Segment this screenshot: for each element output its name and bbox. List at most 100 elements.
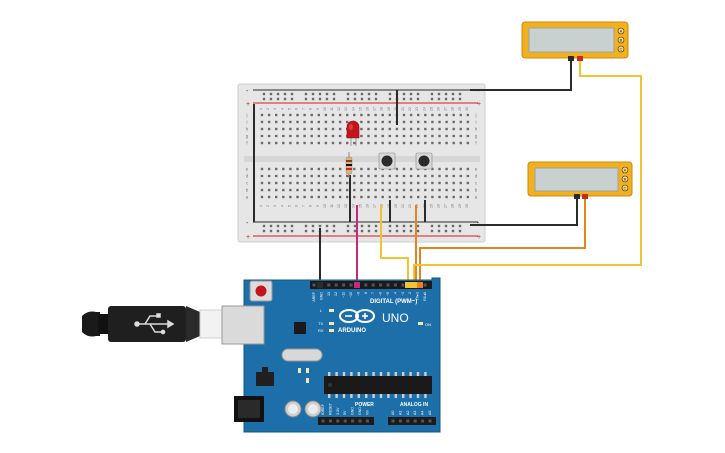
breadboard-hole[interactable] — [338, 141, 342, 145]
breadboard-hole[interactable] — [374, 188, 377, 192]
breadboard-hole[interactable] — [318, 97, 322, 101]
breadboard-hole[interactable] — [353, 174, 356, 178]
breadboard-hole[interactable] — [276, 92, 280, 96]
breadboard-hole[interactable] — [466, 195, 470, 199]
breadboard-hole[interactable] — [431, 181, 434, 185]
breadboard-hole[interactable] — [431, 141, 434, 145]
header-pin[interactable] — [364, 283, 368, 287]
header-pin[interactable] — [406, 419, 410, 423]
breadboard-hole[interactable] — [374, 224, 378, 228]
breadboard-hole[interactable] — [417, 174, 420, 178]
breadboard-hole[interactable] — [409, 174, 413, 178]
wire-black-display1[interactable] — [470, 60, 572, 91]
breadboard-hole[interactable] — [424, 120, 427, 124]
breadboard-hole[interactable] — [290, 92, 294, 96]
breadboard-hole[interactable] — [459, 181, 462, 185]
breadboard-hole[interactable] — [409, 229, 413, 233]
breadboard-hole[interactable] — [388, 229, 392, 233]
breadboard-hole[interactable] — [317, 127, 320, 131]
breadboard-hole[interactable] — [324, 134, 328, 138]
breadboard-hole[interactable] — [289, 127, 292, 131]
breadboard-hole[interactable] — [325, 229, 329, 233]
breadboard-hole[interactable] — [402, 188, 406, 192]
breadboard-hole[interactable] — [360, 97, 364, 101]
breadboard-hole[interactable] — [395, 181, 399, 185]
breadboard-hole[interactable] — [289, 174, 292, 178]
breadboard-hole[interactable] — [409, 113, 413, 117]
breadboard-hole[interactable] — [466, 181, 470, 185]
breadboard-hole[interactable] — [402, 134, 406, 138]
breadboard-hole[interactable] — [360, 127, 363, 131]
breadboard-hole[interactable] — [338, 188, 342, 192]
breadboard-hole[interactable] — [374, 127, 377, 131]
breadboard-hole[interactable] — [310, 127, 313, 131]
breadboard-hole[interactable] — [395, 127, 399, 131]
breadboard-hole[interactable] — [303, 141, 306, 145]
breadboard-hole[interactable] — [417, 134, 420, 138]
breadboard-hole[interactable] — [267, 134, 271, 138]
breadboard-hole[interactable] — [466, 167, 470, 171]
breadboard-hole[interactable] — [310, 188, 313, 192]
display-1[interactable]: A B C — [521, 21, 629, 61]
breadboard-hole[interactable] — [317, 120, 320, 124]
breadboard-hole[interactable] — [459, 174, 462, 178]
breadboard-hole[interactable] — [381, 120, 384, 124]
breadboard-hole[interactable] — [367, 127, 370, 131]
breadboard-hole[interactable] — [360, 134, 363, 138]
breadboard-hole[interactable] — [275, 134, 278, 138]
breadboard-hole[interactable] — [332, 92, 336, 96]
breadboard-hole[interactable] — [466, 134, 470, 138]
breadboard-hole[interactable] — [367, 97, 371, 101]
breadboard-hole[interactable] — [338, 195, 342, 199]
breadboard-hole[interactable] — [438, 120, 441, 124]
breadboard-hole[interactable] — [338, 167, 342, 171]
breadboard-hole[interactable] — [445, 167, 448, 171]
header-pin[interactable] — [421, 419, 425, 423]
breadboard-hole[interactable] — [331, 181, 335, 185]
header-pin[interactable] — [365, 419, 369, 423]
breadboard-hole[interactable] — [367, 188, 370, 192]
breadboard-hole[interactable] — [324, 127, 328, 131]
breadboard-hole[interactable] — [388, 92, 392, 96]
reset-button-cap[interactable] — [255, 285, 267, 297]
header-pin[interactable] — [386, 283, 390, 287]
breadboard-hole[interactable] — [431, 188, 434, 192]
breadboard-hole[interactable] — [466, 113, 470, 117]
wire-yellow-display1[interactable] — [413, 60, 642, 284]
breadboard-hole[interactable] — [466, 188, 470, 192]
breadboard-hole[interactable] — [267, 167, 271, 171]
breadboard-hole[interactable] — [331, 113, 335, 117]
breadboard-hole[interactable] — [318, 92, 322, 96]
header-pin[interactable] — [327, 283, 331, 287]
breadboard-hole[interactable] — [282, 188, 285, 192]
breadboard-hole[interactable] — [260, 188, 264, 192]
breadboard-hole[interactable] — [338, 120, 342, 124]
breadboard-hole[interactable] — [311, 92, 315, 96]
header-pin[interactable] — [398, 419, 402, 423]
breadboard-hole[interactable] — [324, 167, 328, 171]
breadboard-hole[interactable] — [388, 127, 391, 131]
breadboard-hole[interactable] — [346, 229, 350, 233]
breadboard-hole[interactable] — [289, 181, 292, 185]
breadboard-hole[interactable] — [409, 224, 413, 228]
breadboard-hole[interactable] — [267, 141, 271, 145]
breadboard-hole[interactable] — [296, 181, 299, 185]
breadboard-hole[interactable] — [275, 167, 278, 171]
breadboard-hole[interactable] — [374, 167, 377, 171]
breadboard-hole[interactable] — [275, 174, 278, 178]
breadboard-hole[interactable] — [282, 113, 285, 117]
breadboard-hole[interactable] — [360, 113, 363, 117]
breadboard-hole[interactable] — [260, 134, 264, 138]
breadboard-hole[interactable] — [445, 174, 448, 178]
breadboard-hole[interactable] — [388, 113, 391, 117]
breadboard-hole[interactable] — [452, 141, 455, 145]
breadboard-hole[interactable] — [283, 229, 287, 233]
breadboard-hole[interactable] — [437, 97, 441, 101]
breadboard-hole[interactable] — [395, 188, 399, 192]
breadboard-hole[interactable] — [409, 134, 413, 138]
breadboard-hole[interactable] — [367, 174, 370, 178]
header-pin[interactable] — [379, 283, 383, 287]
breadboard[interactable]: 1122334455667788991010111112121313141415… — [237, 83, 486, 243]
header-pin[interactable] — [371, 283, 375, 287]
breadboard-hole[interactable] — [431, 127, 434, 131]
